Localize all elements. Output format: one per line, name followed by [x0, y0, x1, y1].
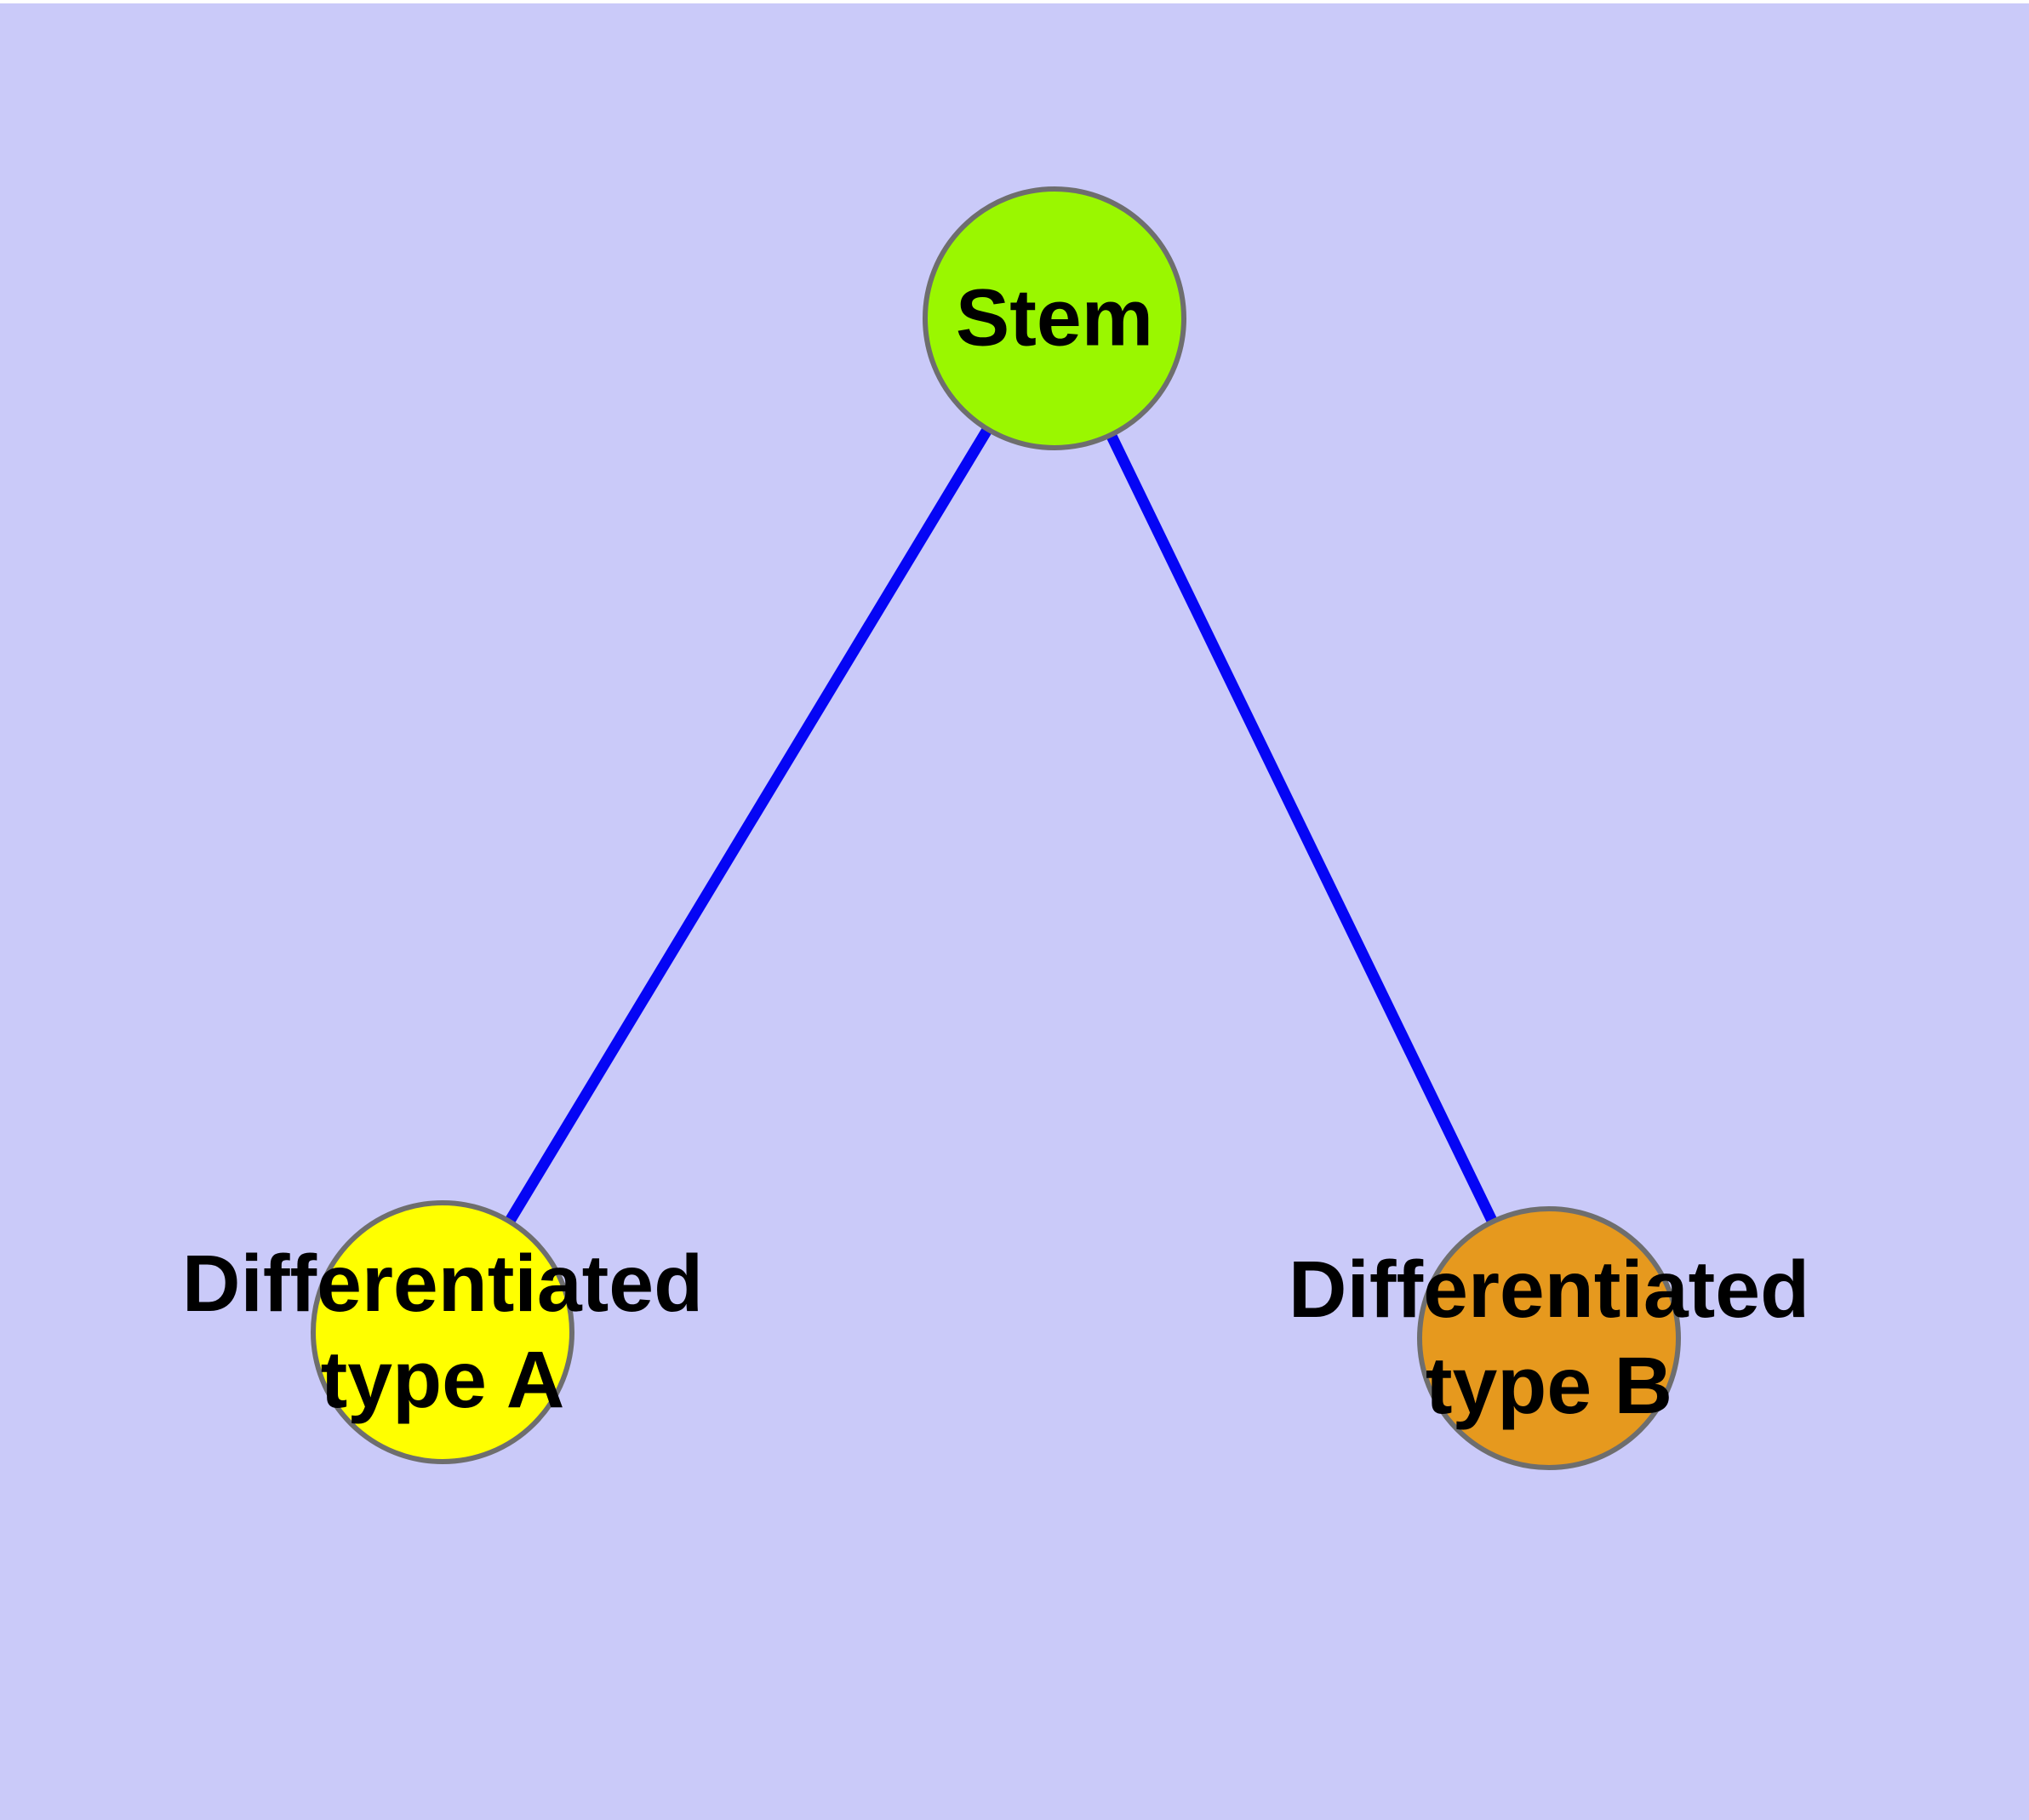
edge-stem-to-type-b [1049, 316, 1554, 1341]
node-label-text: Stem [955, 272, 1154, 363]
node-differentiated-type-a [311, 1200, 574, 1464]
node-label-text: type A [320, 1335, 565, 1425]
node-label-text: Differentiated [181, 1239, 704, 1329]
node-label-stem: Stem [956, 271, 1153, 367]
node-label-differentiated-type-b: Differentiated type B [1289, 1242, 1809, 1434]
node-label-text: Differentiated [1288, 1245, 1810, 1335]
node-differentiated-type-b [1417, 1206, 1681, 1470]
node-label-text: type B [1425, 1341, 1673, 1431]
figure-top-margin [0, 0, 2029, 3]
node-label-differentiated-type-a: Differentiated type A [182, 1236, 703, 1428]
edge-stem-to-type-a [437, 315, 1060, 1336]
node-stem [923, 186, 1186, 450]
